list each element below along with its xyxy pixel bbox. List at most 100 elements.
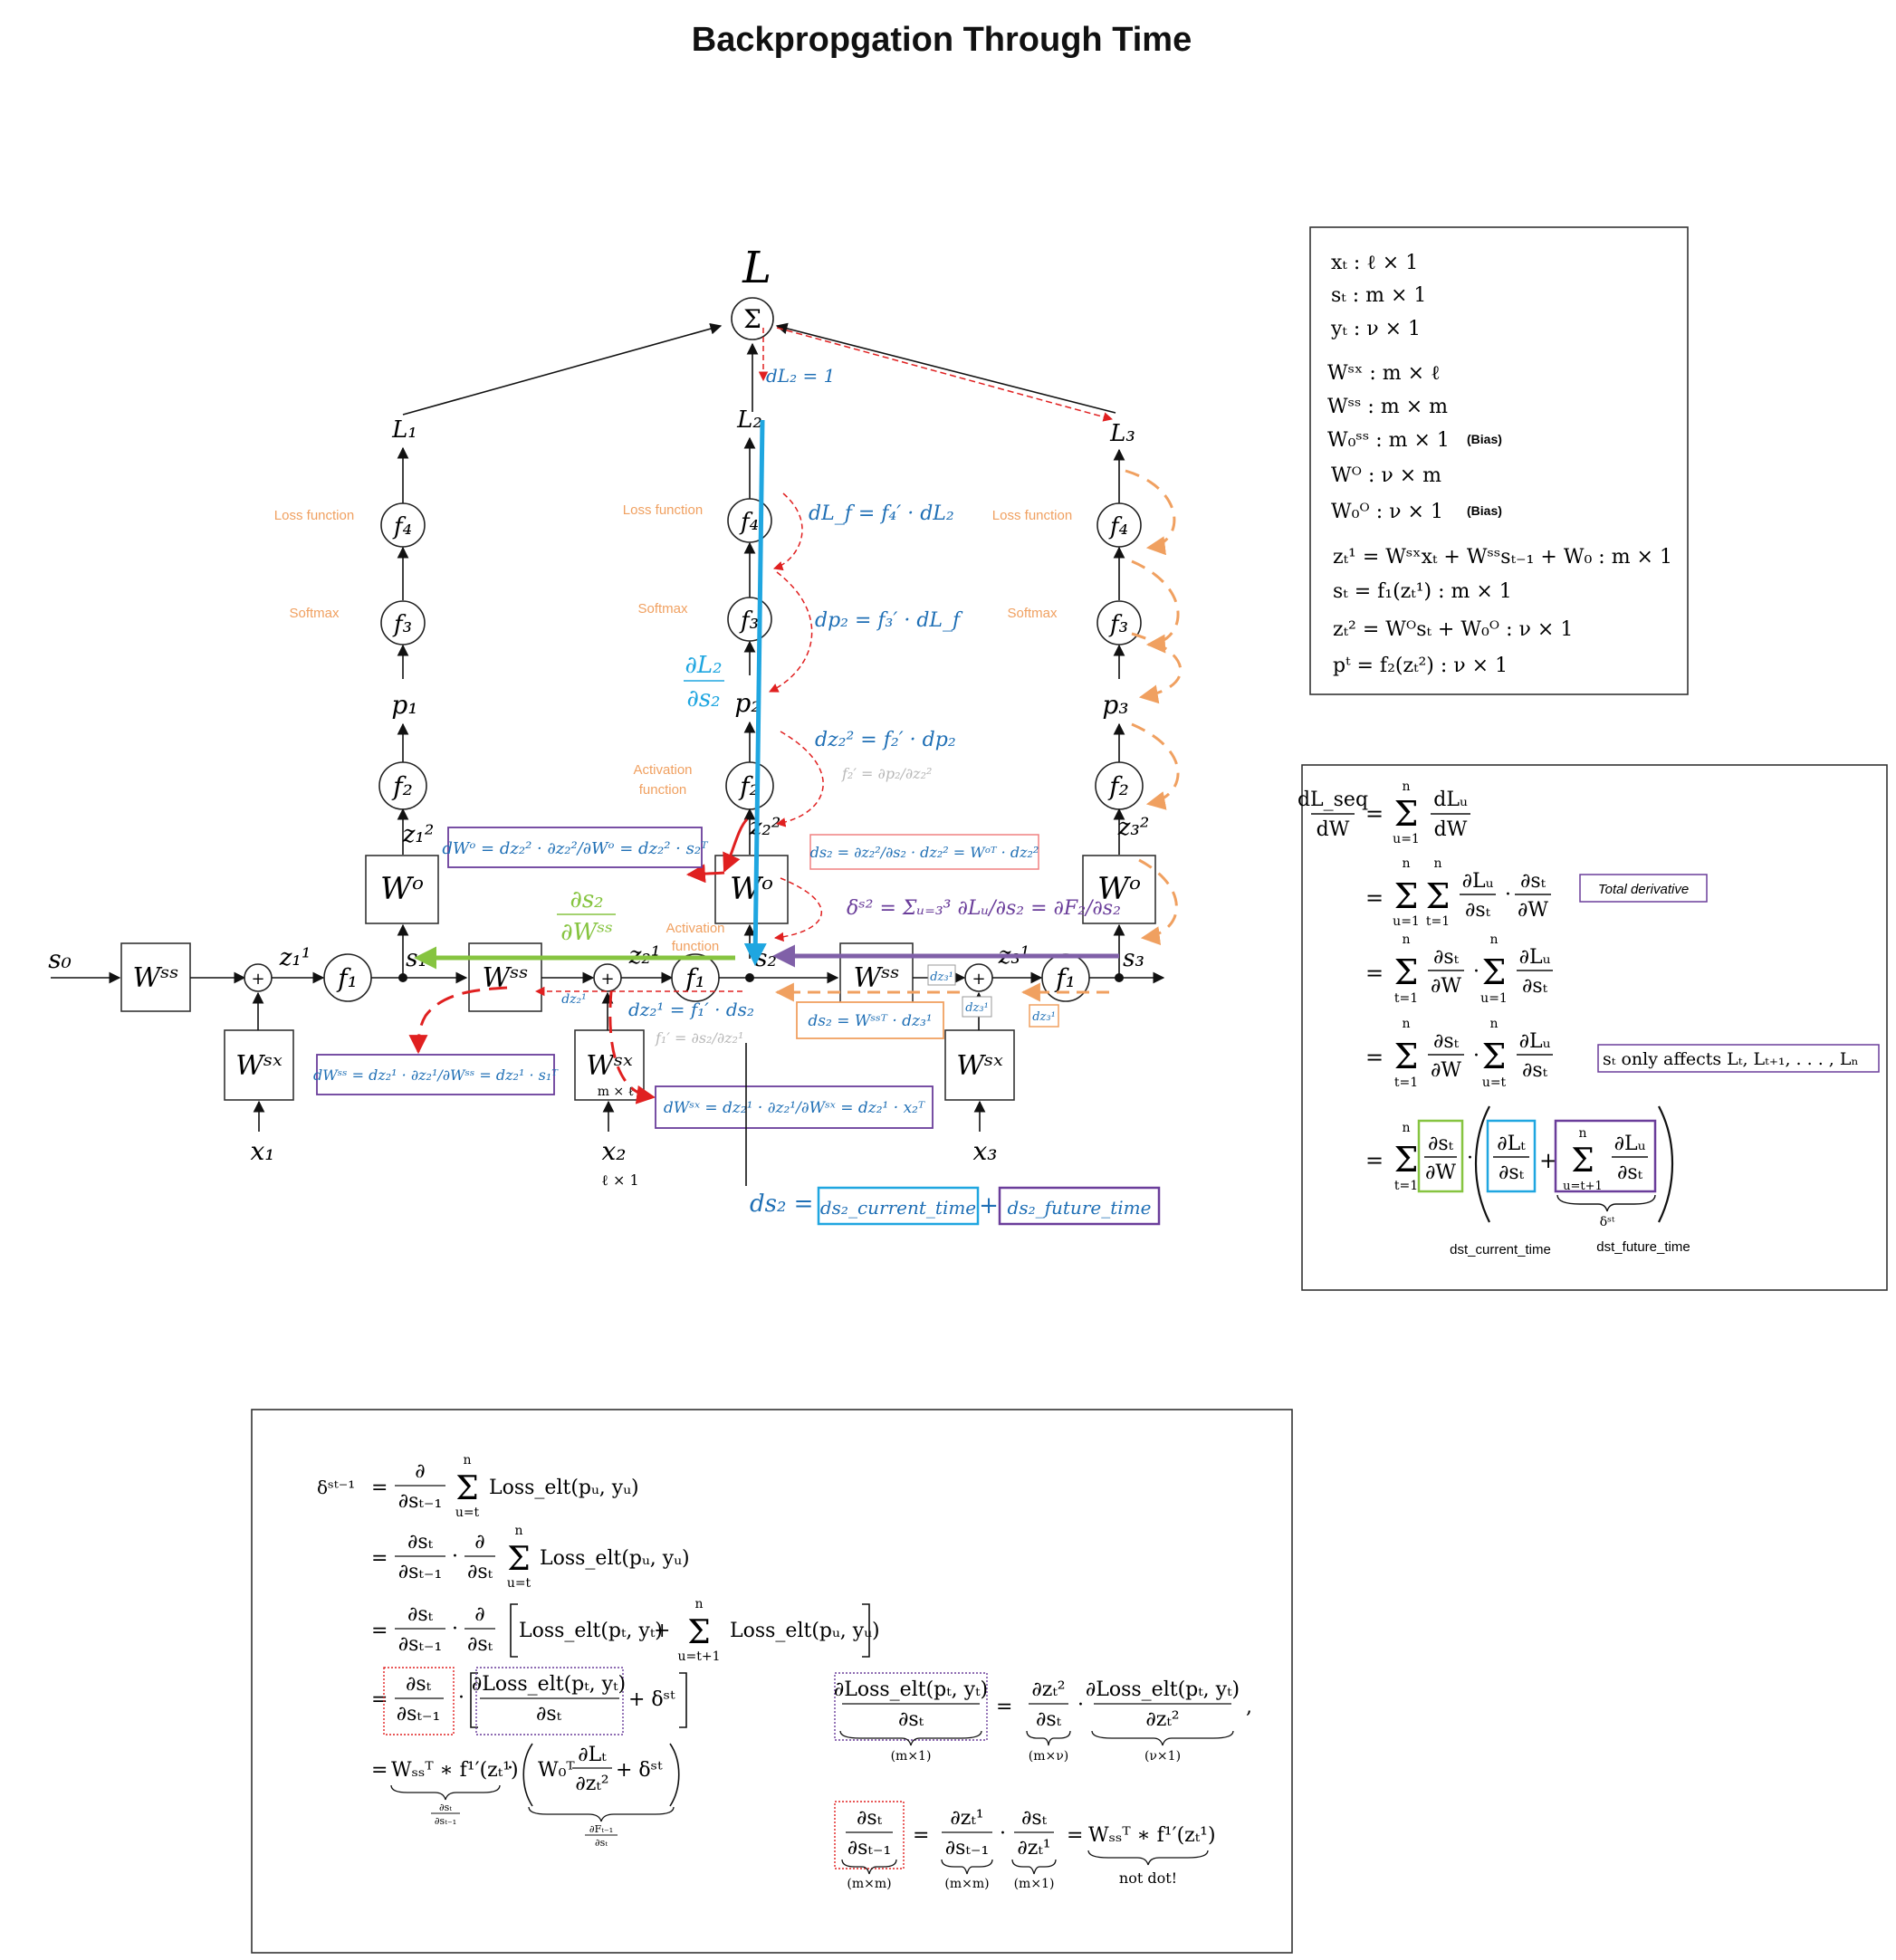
d-r5-sigma1: Σ bbox=[1394, 1140, 1419, 1180]
b3-den2: ∂sₜ bbox=[467, 1633, 493, 1656]
d-r5-n1: n bbox=[1402, 1121, 1410, 1135]
delta-derivation-panel: δˢᵗ⁻¹ = ∂ ∂sₜ₋₁ n Σ u=t Loss_elt(pᵤ, yᵤ)… bbox=[251, 1409, 1293, 1954]
r2-den: ∂sₜ₋₁ bbox=[847, 1837, 892, 1860]
label-loss-function-1: Loss function bbox=[274, 508, 354, 523]
b5-w0: W₀ᵀ bbox=[538, 1759, 575, 1782]
dim-row-10: sₜ = f₁(zₜ¹) : m × 1 bbox=[1333, 580, 1512, 603]
b3-loss-t: Loss_elt(pₜ, yₜ) bbox=[519, 1620, 663, 1642]
r1-comma: , bbox=[1246, 1696, 1252, 1718]
ds2-split-plus: + bbox=[979, 1192, 999, 1219]
b5-brace1-den: ∂sₜ₋₁ bbox=[435, 1815, 456, 1827]
b3-sigma: Σ bbox=[687, 1614, 710, 1651]
b2-dot: · bbox=[452, 1545, 458, 1568]
d-r1-u1: u=1 bbox=[1393, 832, 1420, 846]
d-r2-sigma1: Σ bbox=[1394, 876, 1419, 916]
f2-label-3: f₂ bbox=[1107, 771, 1129, 801]
dst-future-label: dst_future_time bbox=[1596, 1239, 1690, 1255]
ds2-orange-box bbox=[796, 1001, 944, 1039]
ds2-box-eq: ds₂ = ∂z₂²/∂s₂ · dz₂² = Wᵒᵀ · dz₂² bbox=[810, 844, 1039, 861]
r2-dim2: (m×m) bbox=[944, 1877, 989, 1891]
ds2-current-box bbox=[817, 1186, 980, 1226]
d-r5-t1: t=1 bbox=[1394, 1179, 1418, 1193]
dz21-eq: dz₂¹ = f₁′ · ds₂ bbox=[628, 999, 754, 1020]
dz31-label-2: dz₃¹ bbox=[965, 1001, 989, 1015]
r1-num2: ∂zₜ² bbox=[1031, 1678, 1065, 1701]
dL2-ds2-den: ∂s₂ bbox=[686, 685, 720, 712]
r1-dim2: (m×ν) bbox=[1029, 1749, 1068, 1764]
z2-node-1: z₁² bbox=[402, 821, 435, 848]
loss-node-2: L₂ bbox=[736, 406, 762, 434]
b3-plus: + bbox=[654, 1620, 670, 1642]
wsx-dim: m × ℓ bbox=[598, 1085, 635, 1099]
dL2-ds2-arrow bbox=[743, 419, 767, 966]
r1-dim3: (ν×1) bbox=[1144, 1749, 1181, 1764]
ds2-box bbox=[809, 834, 1039, 870]
r2-eq: = bbox=[913, 1824, 929, 1847]
gradient-annotations: dL₂ = 1 dL_f = f₄′ · dL₂ dp₂ = f₃′ · dL_… bbox=[313, 327, 1183, 1226]
ds2-dwss-den: ∂Wˢˢ bbox=[560, 919, 613, 946]
total-derivative-box bbox=[1579, 874, 1708, 903]
bias-label-2: (Bias) bbox=[1467, 503, 1502, 518]
d-r5-underbrace bbox=[1556, 1194, 1656, 1212]
d-r2-dot: · bbox=[1505, 884, 1511, 906]
ds2-future-box bbox=[998, 1186, 1161, 1226]
dWo-box bbox=[447, 827, 703, 868]
dim-row-12: pᵗ = f₂(zₜ²) : ν × 1 bbox=[1333, 655, 1508, 677]
dim-row-11: zₜ² = Wᴼsₜ + W₀ᴼ : ν × 1 bbox=[1333, 618, 1573, 641]
z2-node-3: z₃² bbox=[1117, 814, 1150, 841]
d-r3-den1: ∂W bbox=[1431, 975, 1461, 998]
f3-label-3: f₃ bbox=[1108, 611, 1128, 638]
p-node-3: p₃ bbox=[1102, 690, 1128, 720]
d-r4-den1: ∂W bbox=[1431, 1059, 1461, 1082]
d-r5-eq: = bbox=[1365, 1148, 1384, 1173]
wsx-label-3: Wˢˣ bbox=[956, 1050, 1003, 1082]
d-r3-den2: ∂sₜ bbox=[1522, 975, 1548, 998]
total-derivative-label: Total derivative bbox=[1598, 882, 1689, 897]
dLt-dst-box bbox=[1486, 1119, 1537, 1193]
d-r1-den: dW bbox=[1434, 818, 1468, 841]
b4-purple-box bbox=[475, 1667, 624, 1735]
dst-dw-box bbox=[1417, 1119, 1464, 1193]
d-r5-n2: n bbox=[1578, 1126, 1586, 1141]
future-sum-box bbox=[1554, 1119, 1657, 1193]
dWsx-eq: dWˢˣ = dz₂¹ · ∂z₂¹/∂Wˢˣ = dz₂¹ · x₂ᵀ bbox=[664, 1099, 925, 1117]
d-r2-eq: = bbox=[1365, 885, 1384, 911]
junction-s2 bbox=[745, 973, 754, 982]
label-activation-mid-a: Activation bbox=[666, 921, 724, 936]
b4-red-box bbox=[383, 1667, 455, 1735]
r2-not-dot: not dot! bbox=[1119, 1869, 1177, 1887]
b3-loss-u: Loss_elt(pᵤ, yᵤ) bbox=[730, 1620, 880, 1642]
d-r5-plus: + bbox=[1539, 1148, 1557, 1173]
wsx-label-1: Wˢˣ bbox=[235, 1050, 282, 1082]
dz31-box-2 bbox=[962, 996, 992, 1018]
f1-label-1: f₁ bbox=[336, 963, 358, 993]
b5-den: ∂zₜ² bbox=[575, 1773, 608, 1795]
ds2-dwss-num: ∂s₂ bbox=[570, 886, 603, 913]
loss-node-1: L₁ bbox=[391, 416, 417, 444]
dim-row-9: zₜ¹ = Wˢˣxₜ + Wˢˢsₜ₋₁ + W₀ : m × 1 bbox=[1333, 546, 1672, 569]
d-r1-n: n bbox=[1402, 779, 1410, 794]
dz21-label-small: dz₂¹ bbox=[561, 992, 587, 1007]
b5-wss: Wₛₛᵀ ∗ f¹′(zₜ¹) bbox=[391, 1759, 519, 1782]
b2-num2: ∂ bbox=[474, 1531, 484, 1554]
b2-num1: ∂sₜ bbox=[407, 1531, 434, 1554]
f1prime-eq: f₁′ = ∂s₂/∂z₂¹ bbox=[655, 1029, 743, 1047]
b2-den2: ∂sₜ bbox=[467, 1561, 493, 1583]
d-r2-num2: ∂sₜ bbox=[1520, 870, 1546, 893]
dim-row-2: sₜ : m × 1 bbox=[1331, 284, 1426, 307]
dz22-eq: dz₂² = f₂′ · dp₂ bbox=[815, 729, 956, 751]
dz31-box-3 bbox=[1029, 1004, 1059, 1028]
bias-label-1: (Bias) bbox=[1467, 432, 1502, 446]
f1-label-3: f₁ bbox=[1054, 963, 1076, 993]
dim-row-1: xₜ : ℓ × 1 bbox=[1331, 252, 1418, 274]
dWsx-box bbox=[655, 1085, 934, 1129]
wss-box-1 bbox=[120, 942, 191, 1012]
b1-sigma: Σ bbox=[455, 1470, 478, 1507]
d-r4-ut: u=t bbox=[1482, 1076, 1507, 1090]
b5-plus-delta: + δˢᵗ bbox=[616, 1759, 663, 1782]
dim-row-4: Wˢˣ : m × ℓ bbox=[1327, 362, 1441, 385]
d-r5-den1: ∂W bbox=[1425, 1162, 1456, 1184]
dLf-eq: dL_f = f₄′ · dL₂ bbox=[809, 502, 954, 525]
b5-brace2 bbox=[528, 1806, 675, 1822]
d-r3-sigma1: Σ bbox=[1394, 952, 1419, 992]
